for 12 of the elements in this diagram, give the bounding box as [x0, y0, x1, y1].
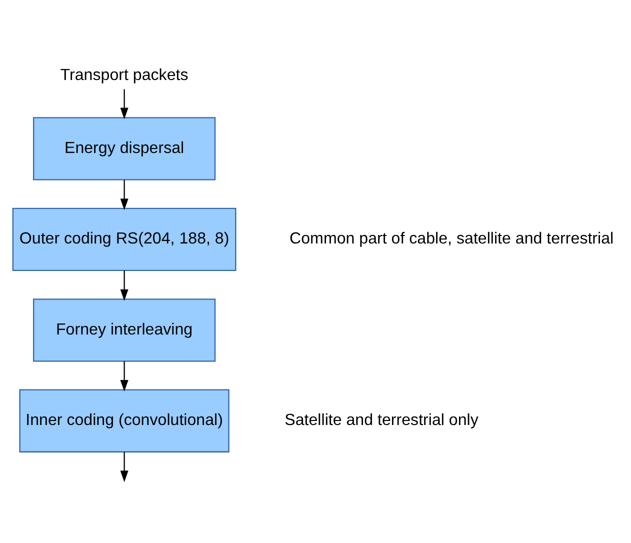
node-box: Forney interleaving [33, 298, 216, 362]
arrow [120, 360, 128, 392]
arrow [120, 179, 128, 210]
node-box: Energy dispersal [33, 116, 216, 180]
label: Common part of cable, satellite and terrestrial [290, 229, 614, 248]
arrow [120, 88, 128, 119]
arrow [120, 451, 128, 482]
node-text: Transport packets [60, 66, 188, 84]
label: Satellite and terrestrial only [284, 410, 478, 429]
node-box: Inner coding (convolutional) [19, 388, 230, 452]
arrow [120, 270, 128, 300]
node-box: Outer coding RS(204, 188, 8) [12, 207, 236, 271]
